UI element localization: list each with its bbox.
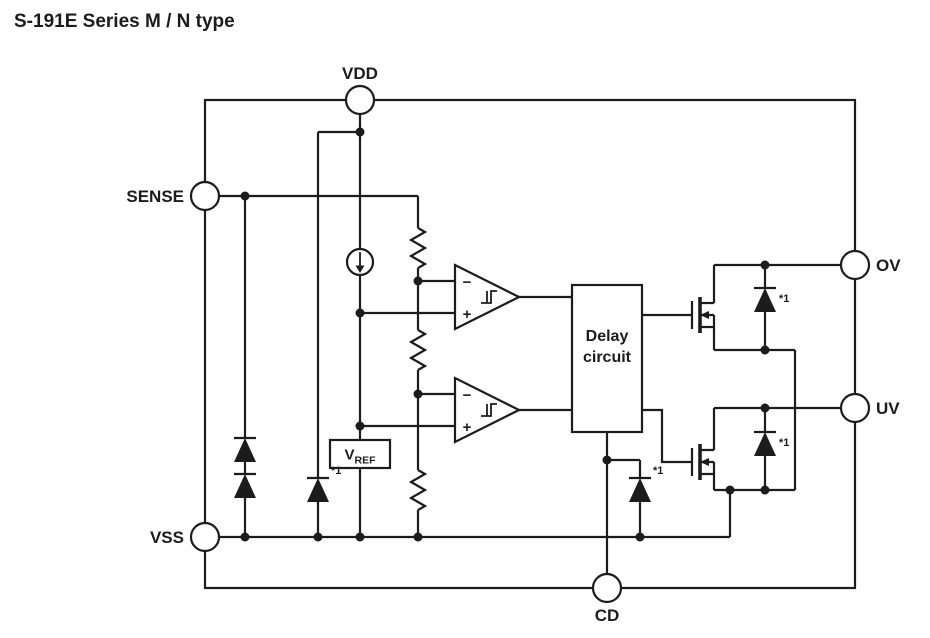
pin-vdd-label: VDD bbox=[342, 64, 378, 83]
hysteresis-icon bbox=[481, 290, 497, 304]
pin-ov-label: OV bbox=[876, 256, 901, 275]
vref-label-base: V bbox=[344, 447, 354, 464]
mosfet-source-body bbox=[700, 460, 716, 490]
footnote-marker: *1 bbox=[331, 465, 341, 477]
mosfet-uv bbox=[690, 408, 716, 490]
pin-uv: UV bbox=[839, 392, 900, 424]
footnote-marker: *1 bbox=[653, 465, 663, 477]
pin-vss-label: VSS bbox=[150, 528, 184, 547]
diode-cd bbox=[629, 476, 651, 502]
comparator-plus-input: + bbox=[463, 306, 472, 323]
pin-terminal-icon bbox=[591, 572, 623, 604]
resistor-2 bbox=[408, 329, 428, 371]
mosfet-drain bbox=[700, 408, 716, 452]
delay-label-line1: Delay bbox=[586, 328, 629, 345]
junction-dot bbox=[355, 308, 365, 318]
pin-vss: VSS bbox=[150, 521, 221, 553]
current-source bbox=[345, 247, 375, 277]
diode-icon bbox=[754, 432, 776, 456]
pin-cd-label: CD bbox=[595, 606, 620, 625]
pin-uv-label: UV bbox=[876, 399, 900, 418]
junction-dot bbox=[240, 191, 250, 201]
pin-vdd: VDD bbox=[342, 64, 378, 116]
junction-dot bbox=[355, 421, 365, 431]
junction-dot bbox=[355, 532, 365, 542]
diode-icon bbox=[307, 478, 329, 502]
delay-box bbox=[570, 283, 644, 434]
comparator-2: − + bbox=[453, 376, 522, 444]
footnote-marker: *1 bbox=[779, 437, 789, 449]
delay-label-line2: circuit bbox=[583, 349, 632, 366]
mosfet-drain bbox=[700, 265, 716, 305]
vref-label: VREF bbox=[344, 447, 376, 467]
diode-icon bbox=[234, 438, 256, 462]
delay-circuit-block: Delay circuit bbox=[570, 283, 644, 434]
pin-sense: SENSE bbox=[126, 180, 221, 212]
diode-sense-2 bbox=[234, 472, 256, 498]
pin-ov: OV bbox=[839, 249, 901, 281]
diode-uv bbox=[754, 430, 776, 456]
junction-dot bbox=[413, 276, 423, 286]
footnote-marker: *1 bbox=[779, 293, 789, 305]
pin-terminal-icon bbox=[344, 84, 376, 116]
pin-terminal-icon bbox=[839, 249, 871, 281]
wires bbox=[219, 114, 841, 574]
pin-terminal-icon bbox=[189, 180, 221, 212]
diode-sense-1 bbox=[234, 436, 256, 462]
diode-clamp-left bbox=[307, 476, 329, 502]
comparator-minus-input: − bbox=[463, 274, 472, 291]
junction-dot bbox=[760, 403, 770, 413]
ic-outline bbox=[203, 98, 857, 590]
mosfet-ov bbox=[690, 265, 716, 350]
comparator-plus-input: + bbox=[463, 419, 472, 436]
current-source-arrowhead bbox=[355, 265, 365, 273]
vref-box bbox=[328, 438, 392, 470]
resistor-ladder bbox=[408, 227, 428, 511]
junction-dot bbox=[602, 455, 612, 465]
junction-dot bbox=[313, 532, 323, 542]
junction-dot bbox=[355, 127, 365, 137]
wire-delay-to-uv-gate bbox=[642, 408, 692, 464]
junction-dot bbox=[725, 485, 735, 495]
junction-dot bbox=[760, 485, 770, 495]
mosfet-body-arrow-icon bbox=[700, 458, 709, 466]
hysteresis-icon bbox=[481, 403, 497, 417]
junction-dot bbox=[760, 260, 770, 270]
junction-dots bbox=[240, 127, 770, 542]
resistor-3 bbox=[408, 469, 428, 511]
diode-icon bbox=[234, 474, 256, 498]
resistor-1 bbox=[408, 227, 428, 269]
junction-dot bbox=[413, 532, 423, 542]
pin-cd: CD bbox=[591, 572, 623, 625]
diode-icon bbox=[629, 478, 651, 502]
pin-terminal-icon bbox=[839, 392, 871, 424]
junction-dot bbox=[240, 532, 250, 542]
pin-sense-label: SENSE bbox=[126, 187, 184, 206]
comparator-1: − + bbox=[453, 263, 522, 331]
comparator-minus-input: − bbox=[463, 387, 472, 404]
diode-icon bbox=[754, 288, 776, 312]
mosfet-source-body bbox=[700, 313, 716, 350]
junction-dot bbox=[760, 345, 770, 355]
diode-ov bbox=[754, 286, 776, 312]
diagram-title: S-191E Series M / N type bbox=[14, 11, 235, 32]
vref-label-sub: REF bbox=[355, 455, 377, 467]
junction-dot bbox=[635, 532, 645, 542]
pin-terminal-icon bbox=[189, 521, 221, 553]
mosfet-body-arrow-icon bbox=[700, 311, 709, 319]
junction-dot bbox=[413, 389, 423, 399]
vref-block: VREF bbox=[328, 438, 392, 470]
footnote-markers: *1 *1 *1 *1 bbox=[331, 293, 789, 477]
